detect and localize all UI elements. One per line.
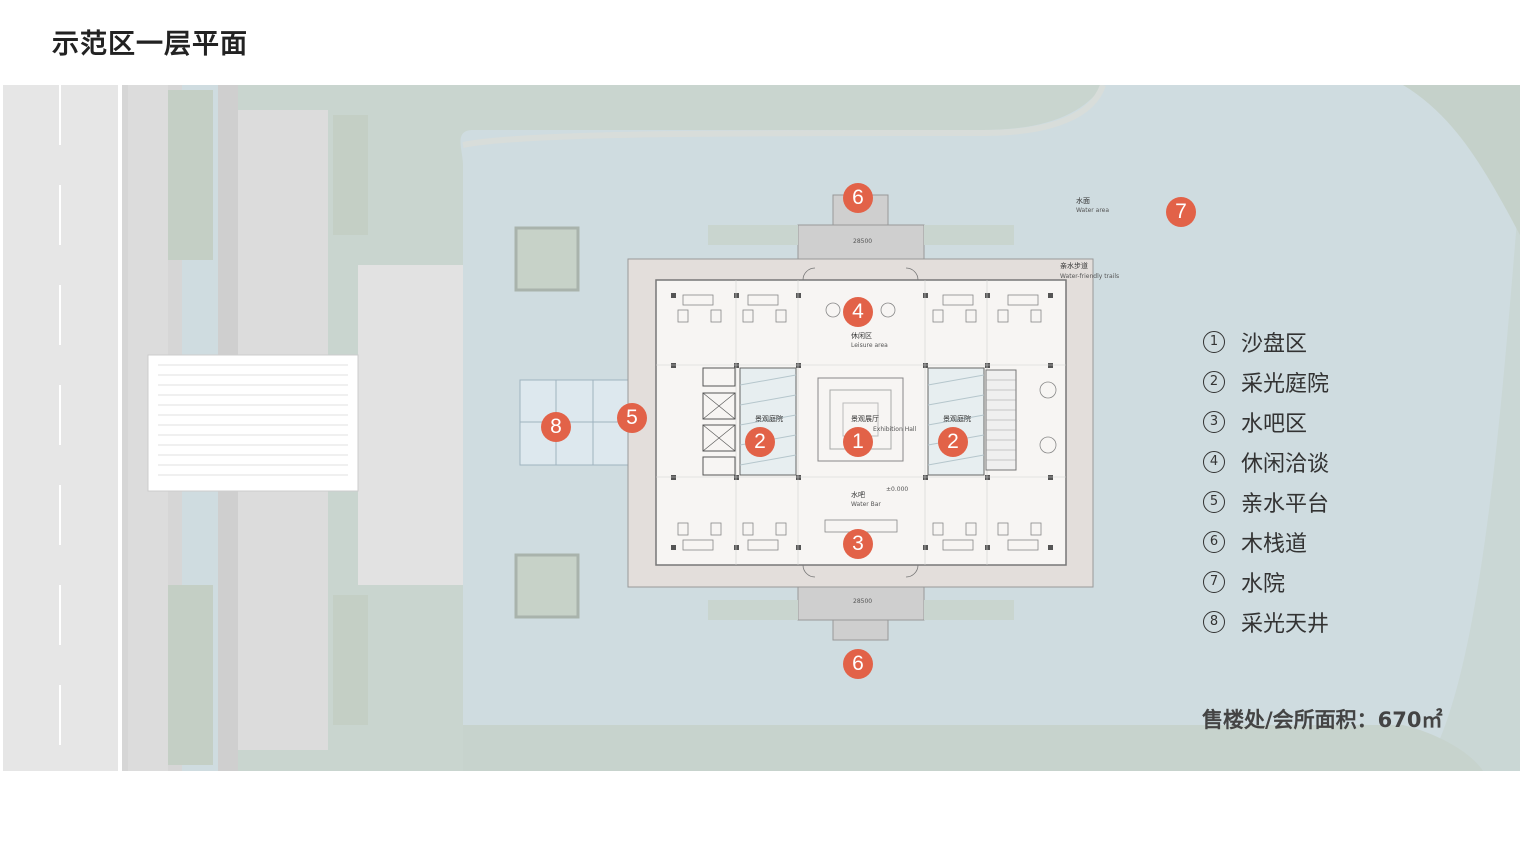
hall-en-label: Exhibition Hall: [873, 426, 917, 433]
legend-label: 沙盘区: [1241, 332, 1308, 357]
hall-label: 景观展厅: [851, 415, 879, 423]
water-area-label: 水面: [1076, 196, 1090, 205]
water-area-en-label: Water area: [1076, 207, 1109, 214]
legend-label: 亲水平台: [1241, 492, 1330, 517]
legend-label: 水院: [1241, 572, 1286, 597]
legend-item: 6 木栈道: [1200, 522, 1329, 562]
courtyard-right-label: 景观庭院: [943, 414, 971, 423]
water-bar-en-label: Water Bar: [851, 501, 881, 508]
legend-number: 7: [1203, 571, 1225, 593]
legend-item: 8 采光天井: [1200, 602, 1329, 642]
legend-item: 1 沙盘区: [1200, 322, 1329, 362]
waterfront-path-label: 亲水步道: [1060, 261, 1088, 270]
marker-7: 7: [1166, 197, 1196, 227]
legend-item: 5 亲水平台: [1200, 482, 1329, 522]
legend-number: 4: [1203, 451, 1225, 473]
leisure-en-label: Leisure area: [851, 342, 888, 349]
legend-item: 3 水吧区: [1200, 402, 1329, 442]
legend-number: 6: [1203, 531, 1225, 553]
legend-label: 采光天井: [1241, 612, 1330, 637]
marker-2-right: 2: [938, 427, 968, 457]
elevation-label: ±0.000: [886, 486, 908, 493]
legend: 1 沙盘区 2 采光庭院 3 水吧区 4 休闲洽谈 5 亲水平台 6 木栈道 7 水院 8 采光…: [1200, 322, 1329, 642]
legend-number: 8: [1203, 611, 1225, 633]
legend-item: 7 水院: [1200, 562, 1329, 602]
area-note: 售楼处/会所面积：670㎡: [1202, 708, 1443, 732]
legend-item: 2 采光庭院: [1200, 362, 1329, 402]
legend-label: 采光庭院: [1241, 372, 1330, 397]
marker-1: 1: [843, 427, 873, 457]
leisure-label: 休闲区: [851, 331, 872, 340]
waterfront-path-en-label: Water-friendly trails: [1060, 273, 1119, 280]
courtyard-left-label: 景观庭院: [755, 414, 783, 423]
marker-4: 4: [843, 297, 873, 327]
marker-5: 5: [617, 403, 647, 433]
legend-label: 水吧区: [1241, 412, 1308, 437]
dim-bottom-label: 28500: [853, 598, 872, 605]
page-title: 示范区一层平面: [52, 29, 248, 60]
marker-6-top: 6: [843, 183, 873, 213]
dim-top-label: 28500: [853, 238, 872, 245]
legend-number: 5: [1203, 491, 1225, 513]
marker-2-left: 2: [745, 427, 775, 457]
marker-3: 3: [843, 529, 873, 559]
marker-8: 8: [541, 412, 571, 442]
legend-label: 木栈道: [1241, 532, 1308, 557]
legend-number: 3: [1203, 411, 1225, 433]
legend-number: 1: [1203, 331, 1225, 353]
marker-6-bottom: 6: [843, 649, 873, 679]
floor-plan: 水面 Water area 亲水步道 Water-friendly trails…: [3, 85, 1520, 771]
legend-item: 4 休闲洽谈: [1200, 442, 1329, 482]
legend-label: 休闲洽谈: [1241, 452, 1330, 477]
water-bar-label: 水吧: [851, 490, 865, 499]
legend-number: 2: [1203, 371, 1225, 393]
